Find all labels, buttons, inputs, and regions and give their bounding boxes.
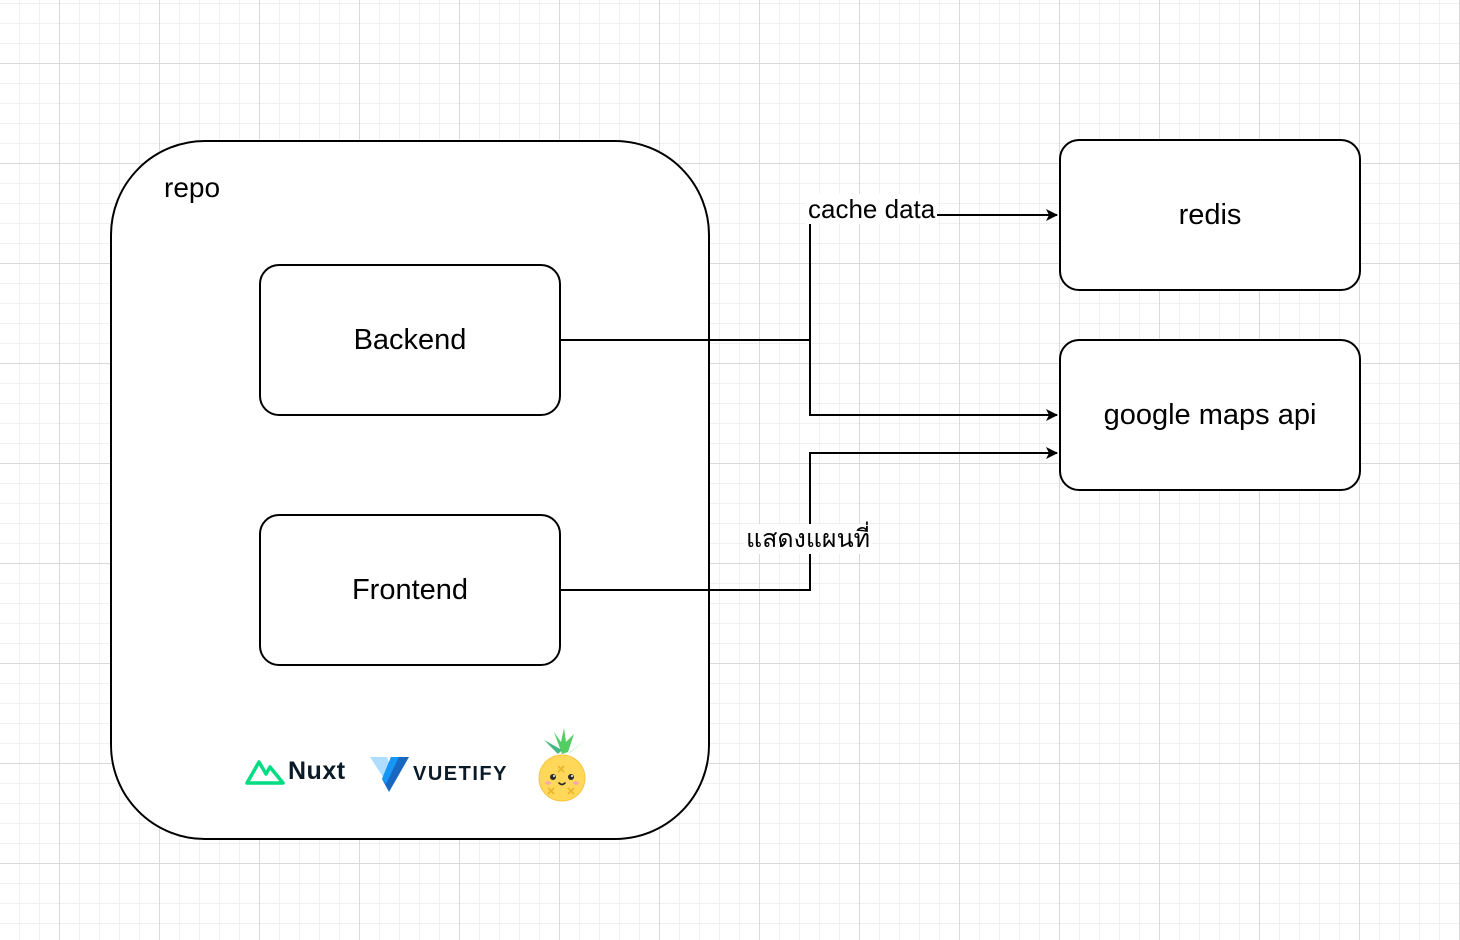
edge-label-show-map: แสดงแผนที่: [744, 524, 873, 554]
vuetify-logo: VUETIFY: [369, 755, 508, 793]
redis-label: redis: [1178, 198, 1242, 231]
edge-label-cache-data: cache data: [806, 194, 938, 224]
nuxt-logo: Nuxt: [245, 754, 346, 788]
backend-node[interactable]: Backend: [259, 264, 561, 416]
repo-container-bg: [110, 140, 710, 840]
repo-title: repo: [164, 172, 221, 203]
google-maps-api-node[interactable]: google maps api: [1059, 339, 1361, 491]
nuxt-mountain-icon: [245, 760, 285, 785]
edge-frontend-gmaps[interactable]: [561, 447, 1058, 591]
backend-label: Backend: [353, 323, 467, 356]
nuxt-wordmark: Nuxt: [288, 756, 346, 785]
pinia-pineapple-icon: [538, 728, 586, 802]
edge-backend-gmaps[interactable]: [809, 340, 1058, 421]
vuetify-wordmark: VUETIFY: [413, 762, 508, 785]
frontend-label: Frontend: [351, 573, 469, 606]
repo-container[interactable]: [110, 140, 710, 840]
redis-node[interactable]: redis: [1059, 139, 1361, 291]
frontend-node[interactable]: Frontend: [259, 514, 561, 666]
google-maps-api-label: google maps api: [1103, 398, 1317, 431]
vuetify-v-icon: [370, 757, 409, 792]
